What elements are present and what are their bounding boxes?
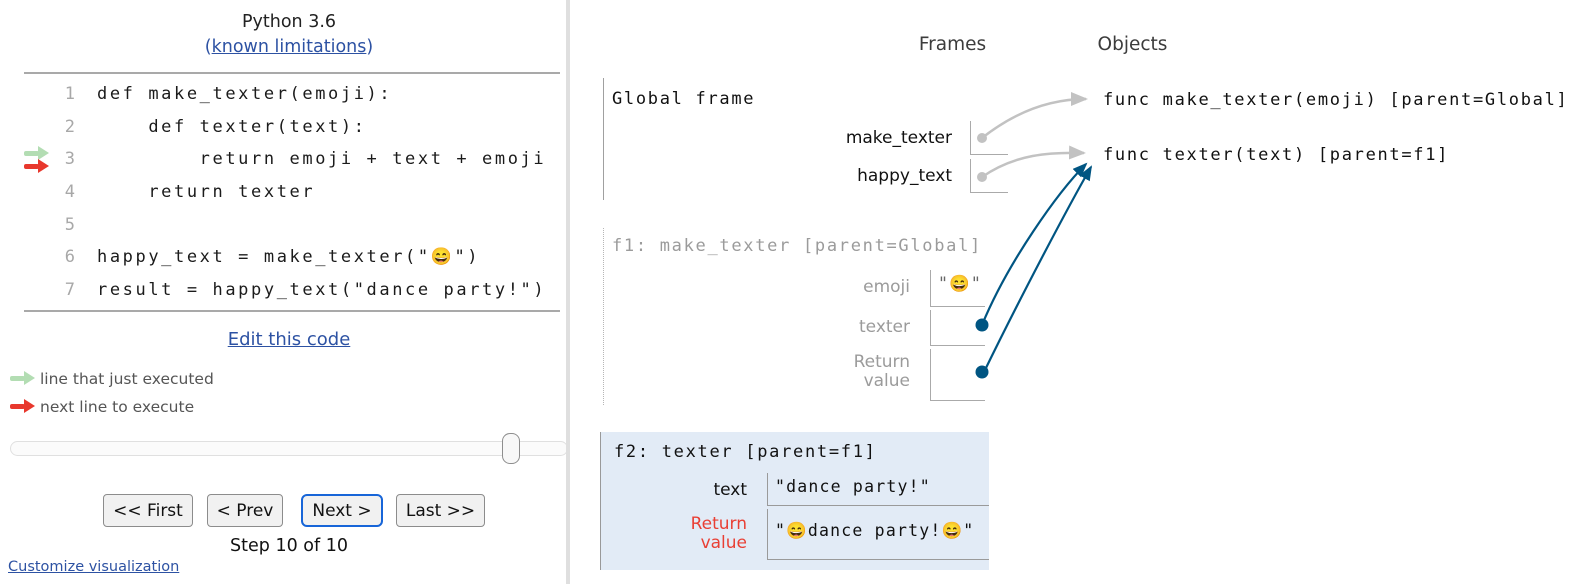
next-button[interactable]: Next > <box>301 494 383 527</box>
code-line-1: 1 def make_texter(emoji): <box>0 78 578 111</box>
var-label-happy-text: happy_text <box>857 166 952 186</box>
code-text: def make_texter(emoji): <box>97 84 393 104</box>
prev-button[interactable]: < Prev <box>207 494 283 527</box>
code-line-6: 6 happy_text = make_texter("😄") <box>0 241 578 274</box>
var-cell-text: "dance party!" <box>767 473 989 506</box>
var-label-emoji: emoji <box>863 277 910 297</box>
objects-header: Objects <box>1097 34 1168 55</box>
global-frame-title: Global frame <box>612 89 756 109</box>
code-line-2: 2 def texter(text): <box>0 111 578 144</box>
var-cell-texter <box>930 310 985 346</box>
legend-next-line-label: next line to execute <box>40 398 195 416</box>
var-cell-f2-return-value: "😄dance party!😄" <box>767 509 989 560</box>
line-number: 7 <box>64 280 75 301</box>
f1-frame-title: f1: make_texter [parent=Global] <box>612 236 982 256</box>
frames-header: Frames <box>918 34 987 55</box>
code-text: def texter(text): <box>97 116 367 137</box>
code-line-5: 5 <box>0 209 578 242</box>
code-text: return emoji + text + emoji <box>97 149 547 170</box>
customize-visualization-link[interactable]: Customize visualization <box>8 559 180 575</box>
code-text: result = happy_text("dance party!") <box>97 280 547 301</box>
f2-frame: f2: texter [parent=f1] text "dance party… <box>600 432 989 570</box>
pointer-f1-return-to-func <box>983 165 1092 373</box>
edit-code-link[interactable]: Edit this code <box>227 329 351 350</box>
var-label-texter: texter <box>859 317 910 337</box>
code-line-7: 7 result = happy_text("dance party!") <box>0 274 578 307</box>
just-executed-arrow-icon <box>24 146 50 161</box>
var-label-make-texter: make_texter <box>845 128 952 148</box>
code-divider-top <box>24 72 560 74</box>
line-number: 3 <box>64 149 75 170</box>
paren-open: ( <box>204 37 212 57</box>
var-cell-happy-text <box>970 159 1008 193</box>
line-number: 5 <box>64 214 75 235</box>
line-number: 4 <box>64 182 75 203</box>
line-number: 2 <box>64 116 75 137</box>
code-listing: 1 def make_texter(emoji): 2 def texter(t… <box>0 78 578 307</box>
emoji-value: "😄" <box>938 274 983 293</box>
var-cell-make-texter <box>970 121 1008 155</box>
last-button[interactable]: Last >> <box>396 494 485 527</box>
first-button[interactable]: << First <box>103 494 193 527</box>
var-cell-emoji: "😄" <box>930 270 985 307</box>
f1-frame-border <box>603 228 604 405</box>
step-counter: Step 10 of 10 <box>230 536 348 556</box>
legend-just-executed-arrow-icon <box>10 371 36 385</box>
limitations-line: (known limitations) <box>0 37 578 57</box>
var-label-f1-return-value: Return value <box>853 352 910 391</box>
heap-object-func-make-texter: func make_texter(emoji) [parent=Global] <box>1103 90 1569 110</box>
step-slider-track[interactable] <box>10 441 568 456</box>
f2-return-value: "😄dance party!😄" <box>775 521 975 540</box>
legend-next-line-arrow-icon <box>10 399 36 413</box>
known-limitations-link[interactable]: known limitations <box>211 37 367 57</box>
var-label-text: text <box>713 480 747 500</box>
code-text: return texter <box>97 182 316 203</box>
line-number: 1 <box>64 84 75 104</box>
runtime-title: Python 3.6 <box>241 12 337 32</box>
legend-just-executed-label: line that just executed <box>40 370 214 388</box>
pane-divider <box>566 0 570 584</box>
heap-object-func-texter: func texter(text) [parent=f1] <box>1103 145 1450 165</box>
line-number: 6 <box>64 247 75 268</box>
next-line-arrow-icon <box>24 159 50 174</box>
var-label-f2-return-value: Return value <box>690 514 747 553</box>
var-cell-f1-return-value <box>930 349 985 401</box>
code-line-3: 3 return emoji + text + emoji <box>0 143 578 176</box>
paren-close: ) <box>366 37 374 57</box>
text-value: "dance party!" <box>775 477 931 496</box>
code-line-4: 4 return texter <box>0 176 578 209</box>
global-frame-border <box>603 78 604 200</box>
step-slider-handle[interactable] <box>502 433 520 464</box>
code-text: happy_text = make_texter("😄") <box>97 247 481 268</box>
f2-frame-title: f2: texter [parent=f1] <box>614 442 877 462</box>
code-divider-bottom <box>24 310 560 312</box>
